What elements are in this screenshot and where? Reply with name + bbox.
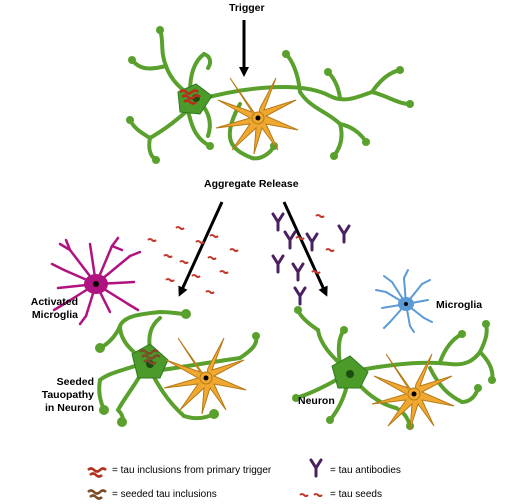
release-arrow-left [178, 201, 224, 297]
legend-antibody-text: = tau antibodies [330, 465, 401, 476]
primary-tau-inclusion [179, 89, 201, 105]
microglia [375, 269, 433, 333]
legend-seeded-inclusion-text: = seeded tau inclusions [112, 489, 217, 500]
seeded-tauopathy-label-line2: in Neuron [45, 402, 94, 414]
trigger-label: Trigger [229, 2, 265, 14]
activated-microglia-label: Activated Microglia [18, 296, 78, 322]
aggregate-release-label: Aggregate Release [204, 178, 299, 190]
healthy-neuron-endfeet [292, 306, 496, 430]
legend-primary-inclusion-icon [87, 467, 107, 478]
healthy-neuron [294, 308, 495, 428]
legend-primary-inclusion-text: = tau inclusions from primary trigger [112, 465, 272, 476]
release-arrow-right [282, 201, 328, 297]
legend-antibody-icon [309, 458, 323, 478]
legend-seed-text: = tau seeds [330, 489, 382, 500]
seeded-astrocyte [163, 337, 247, 415]
activated-microglia-nucleus [93, 281, 99, 287]
activated-microglia [50, 236, 142, 326]
activated-microglia-label-line1: Activated [30, 296, 78, 308]
legend-seed-icon [299, 493, 323, 497]
healthy-neuron-nucleus [346, 370, 354, 378]
microglia-nucleus [404, 302, 408, 306]
legend-seeded-inclusion-icon [87, 489, 107, 500]
seeded-tau-inclusion [139, 349, 161, 365]
activated-microglia-label-line2: Microglia [31, 309, 78, 321]
seeded-neuron-endfeet [95, 309, 260, 427]
neuron-label: Neuron [298, 395, 335, 407]
seeded-tauopathy-label: Seeded Tauopathy in Neuron [4, 376, 94, 415]
microglia-label: Microglia [436, 299, 483, 311]
top-neuron-endfeet [126, 26, 414, 164]
seeded-tauopathy-label-line1: Seeded Tauopathy [41, 376, 94, 401]
